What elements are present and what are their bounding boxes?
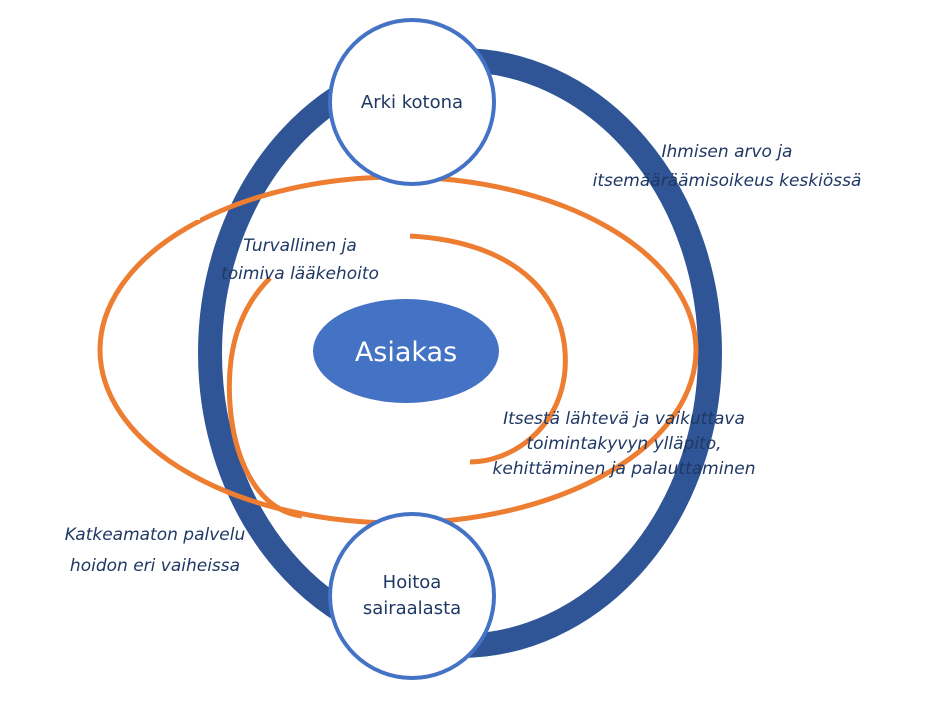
dignity-label-line1: Ihmisen arvo ja: [662, 142, 793, 162]
functional-capacity-label-line3: kehittäminen ja palauttaminen: [493, 459, 756, 479]
medication-label-line1: Turvallinen ja: [243, 236, 357, 256]
center-ellipse: [313, 299, 499, 403]
medication-label-line2: toimiva lääkehoito: [221, 264, 379, 284]
continuity-label-line1: Katkeamaton palvelu: [65, 525, 246, 545]
orange-ellipse-gap: [184, 208, 200, 220]
top-node-circle: [328, 18, 496, 186]
bottom-node-circle: [328, 512, 496, 680]
center-label: Asiakas: [355, 337, 457, 368]
outer-ring-right-arc: [459, 48, 722, 658]
orange-spiral: [226, 233, 568, 519]
bottom-node-label-line2: sairaalasta: [363, 598, 461, 619]
top-node-label: Arki kotona: [361, 92, 463, 113]
dignity-label-line2: itsemääräämisoikeus keskiössä: [593, 171, 862, 191]
continuity-label-line2: hoidon eri vaiheissa: [70, 556, 240, 576]
bottom-node-label-line1: Hoitoa: [383, 572, 442, 593]
functional-capacity-label-line2: toimintakyvyn ylläpito,: [526, 434, 721, 454]
functional-capacity-label-line1: Itsestä lähtevä ja vaikuttava: [503, 409, 745, 429]
